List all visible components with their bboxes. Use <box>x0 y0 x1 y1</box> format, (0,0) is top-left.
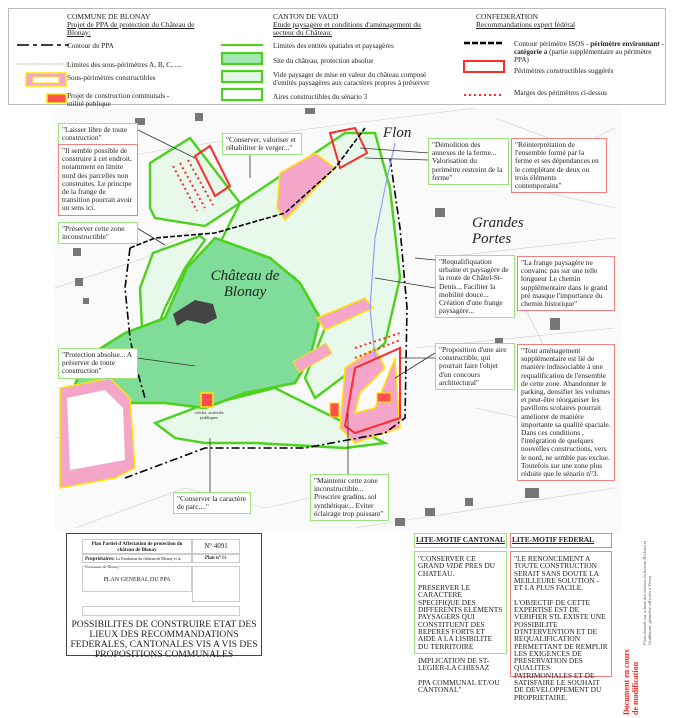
site-map: Flon Grandes Portes Château de Blonay cr… <box>54 107 621 532</box>
legend-vide-paysager: Vide paysager de mise en valeur du châte… <box>273 71 430 87</box>
legend-commune-symbols <box>17 44 69 103</box>
note-requalification: "Requalifiquation urbaine et paysagère d… <box>435 255 515 319</box>
legend-sous-perimetres-constructibles: Sous-périmètres constructibles <box>67 74 156 82</box>
note-protection: "Protection absolue... A préserver de to… <box>58 348 138 379</box>
leitmotif-cantonal-title: LITE-MOTIF CANTONAL <box>414 533 507 548</box>
tb-plan-title: Plan Partiel d'Affectation de protection… <box>82 539 192 554</box>
legend-perimetres-suggeres: Périmètres constructibles suggérés <box>514 67 614 75</box>
note-laisser-libre: "Laisser libre de toute construction" <box>58 123 138 146</box>
note-verger: "Conserver, valoriser et réhabiliter le … <box>222 133 302 156</box>
label-creche: crèche, activités publiques <box>194 410 224 420</box>
label-flon: Flon <box>383 125 412 141</box>
isos-contour <box>129 127 366 249</box>
legend-site-chateau: Site du château, protection absolue <box>273 57 374 65</box>
legend-contour-isos: Contour périmètre ISOS - périmètre envir… <box>514 40 664 64</box>
tb-owners: Propriétaires: La Fondation du château d… <box>82 554 192 569</box>
federal-perimeters <box>172 126 401 435</box>
tb-plan-name: PLAN GENERAL DU PPA <box>82 566 192 592</box>
tb-main-title: POSSIBILITES DE CONSTRUIRE ETAT DES LIEU… <box>70 619 258 660</box>
legend-projet-communal: Projet de construction communals - utili… <box>67 92 170 108</box>
note-reinterpretation: "Réinterprétation de l'ensemble formé pa… <box>511 138 607 194</box>
ppa-contour <box>124 157 408 479</box>
title-block: Plan Partiel d'Affectation de protection… <box>66 533 262 660</box>
leitmotif-federal-body: "LE RENONCEMENT A TOUTE CONSTRUCTION SER… <box>510 551 612 701</box>
note-frange: "La frange paysagère ne convainc pas sur… <box>517 256 615 312</box>
leitmotif-cantonal-body: "CONSERVER CE GRAND VIDE PRES DU CHATEAU… <box>414 551 507 693</box>
credit-note: Plans dressés sur la base des dessins du… <box>642 541 652 645</box>
legend-contour-ppa: Contour du PPA <box>67 42 114 50</box>
landscape-zones <box>138 131 402 450</box>
label-chateau: Château de Blonay <box>210 268 280 300</box>
tb-plan-no: Plan n° 01 <box>192 554 240 563</box>
tb-address <box>82 606 240 616</box>
legend-confederation-symbols <box>463 41 505 96</box>
legend-aires-constructibles: Aires constructibles du sénario 3 <box>273 93 368 101</box>
note-demolition: "Démolition des annexes de la ferme... V… <box>428 138 509 186</box>
legend-limites-entites: Limites des entités spatiales et paysagè… <box>273 42 394 50</box>
note-maintenir: "Maintenir cette zone inconstructible...… <box>310 474 389 522</box>
legend-canton-symbols <box>221 44 264 102</box>
legend-sous-perimetres: Limites des sous-périmètres A, B, C, ...… <box>67 61 182 69</box>
tb-revision-grid <box>192 566 240 602</box>
note-tout-amenagement: "Tout aménagement supplémentaire est lié… <box>517 344 615 482</box>
note-semble-possible: "Il semble possible de construire à cet … <box>58 144 138 216</box>
chateau-building <box>173 300 217 326</box>
note-proposition: "Proposition d'une aire constructible, q… <box>435 343 515 391</box>
creche-building <box>200 392 214 408</box>
status-stamp: Document en cours de modification <box>622 649 640 715</box>
note-preserver: "Préserver cette zone inconstructible" <box>58 222 138 245</box>
map-drawing <box>54 107 616 529</box>
river-flon <box>369 142 396 359</box>
leitmotif-federal-title: LITE-MOTIF FEDERAL <box>510 533 612 548</box>
tb-number: N° 4091 <box>192 539 240 554</box>
note-parc: "Conserver la caractère de parc...." <box>173 492 251 515</box>
legend-marges: Marges des périmètres ci-dessus <box>514 89 608 97</box>
label-grandes-portes: Grandes Portes <box>472 215 524 247</box>
